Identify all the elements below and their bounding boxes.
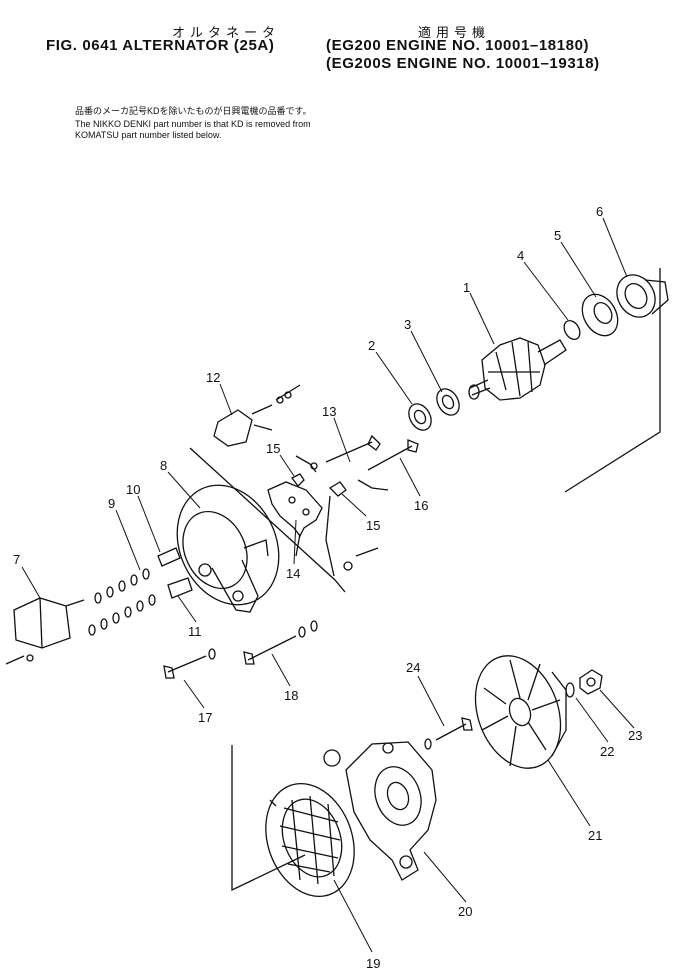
callout-18: 18 [284,688,298,703]
callout-1: 1 [463,280,470,295]
part-16-through-bolt [357,439,419,491]
callout-19: 19 [366,956,380,968]
part-17-bolt [163,648,216,679]
callout-12: 12 [206,370,220,385]
callout-4: 4 [517,248,524,263]
leader-lines [21,217,635,953]
part-13-bolt [325,434,381,463]
part-8-rear-housing [176,484,280,613]
part-11-bushing [167,577,193,599]
part-21-fan [474,655,567,769]
callout-5: 5 [554,228,561,243]
part-14-rectifier [267,481,323,557]
callout-3: 3 [404,317,411,332]
note-line-2: KOMATSU part number listed below. [75,130,222,140]
katakana-title: オルタネータ [172,26,281,41]
callout-21: 21 [588,828,602,843]
callout-20: 20 [458,904,472,919]
callout-14: 14 [286,566,300,581]
callout-22: 22 [600,744,614,759]
callout-numbers: 1 2 3 4 5 6 7 8 9 10 11 12 13 14 15 15 1… [13,204,642,968]
part-7-regulator [5,597,85,665]
part-12-brush-holder [213,384,301,447]
callout-16: 16 [414,498,428,513]
part-6-bearing [616,274,669,318]
part-24-bolt [424,717,473,750]
callout-8: 8 [160,458,167,473]
callout-9: 9 [108,496,115,511]
part-22-washer [565,682,575,698]
part-10-bushing [157,547,181,567]
callout-7: 7 [13,552,20,567]
part-23-nut [579,669,603,695]
part-18-bolt [243,620,318,665]
part-1-rotor [468,337,567,401]
callout-15b: 15 [366,518,380,533]
callout-17: 17 [198,710,212,725]
part-5-retainer-plate [581,293,619,337]
engine-model-2: (EG200S ENGINE NO. 10001–19318) [326,55,600,72]
callout-15a: 15 [266,441,280,456]
part-4-collar [563,320,581,340]
bracket-lines [189,268,661,892]
note-japanese: 品番のメーカ記号KDを除いたものが日興電機の品番です。 [75,106,312,116]
callout-24: 24 [406,660,420,675]
part-2-bearing [408,403,432,431]
engine-model-1: (EG200 ENGINE NO. 10001–18180) [326,37,590,54]
part-9-washers [88,568,156,636]
note-line-1: The NIKKO DENKI part number is that KD i… [75,119,311,129]
part-15-nut-lower [325,481,379,577]
callout-10: 10 [126,482,140,497]
callout-2: 2 [368,338,375,353]
part-15-nut-upper [291,455,318,487]
callout-23: 23 [628,728,642,743]
part-19-stator [265,782,355,898]
callout-13: 13 [322,404,336,419]
part-3-bearing [436,388,460,416]
part-20-front-bracket [323,741,437,881]
applicability-label: 適用号機 [418,26,491,41]
figure-title: FIG. 0641 ALTERNATOR (25A) [46,37,275,54]
callout-11: 11 [188,624,202,639]
callout-6: 6 [596,204,603,219]
